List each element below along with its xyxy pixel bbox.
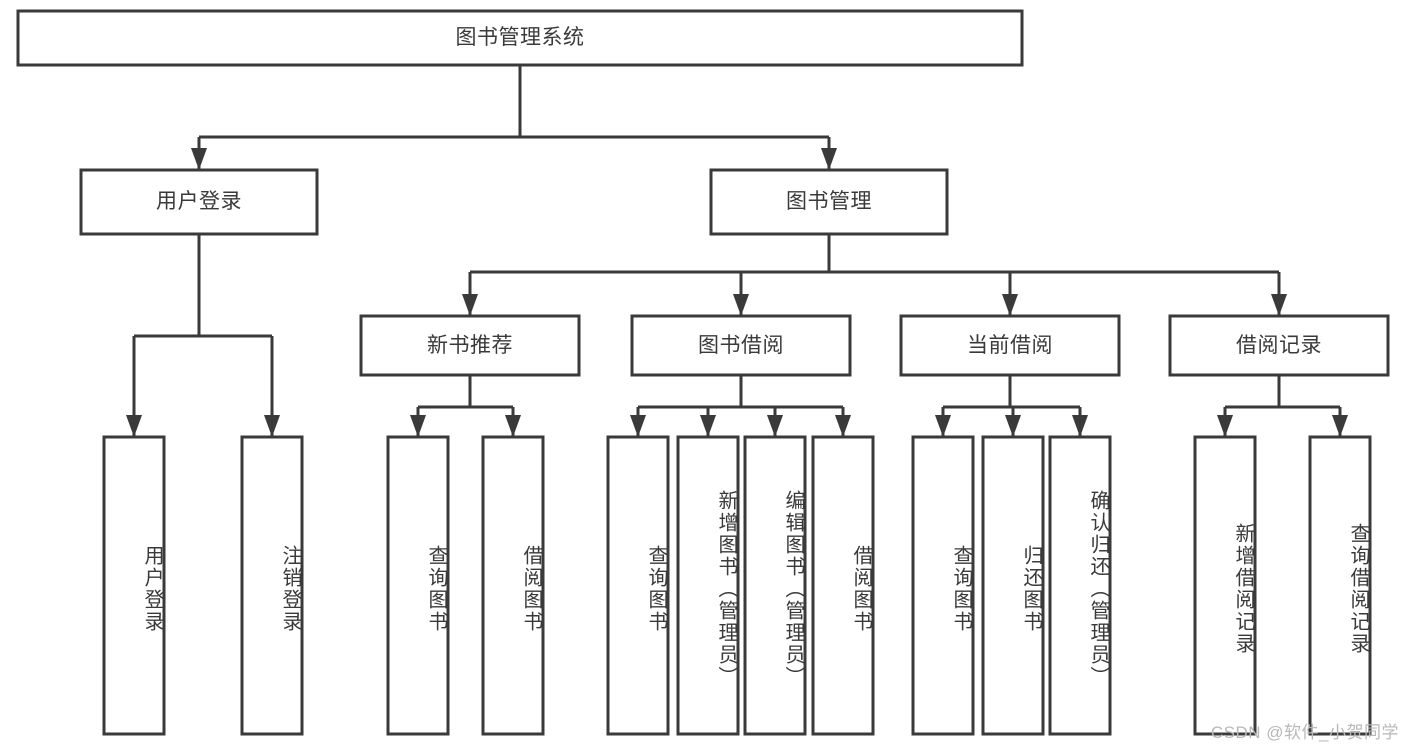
node-l12[interactable] — [1195, 437, 1255, 734]
node-box-l12[interactable] — [1193, 435, 1257, 736]
node-box-l10[interactable] — [981, 435, 1045, 736]
node-box-l13[interactable] — [1308, 435, 1372, 736]
node-l9[interactable] — [913, 437, 973, 734]
arrow-head-icon — [821, 148, 837, 170]
node-box-newbook[interactable] — [359, 314, 581, 377]
node-l7[interactable] — [745, 437, 805, 734]
arrow-head-icon — [700, 415, 716, 437]
arrow-head-icon — [462, 294, 478, 316]
node-box-l9[interactable] — [911, 435, 975, 736]
node-l4[interactable] — [483, 437, 543, 734]
node-l11[interactable] — [1050, 437, 1110, 734]
node-newbook[interactable] — [361, 316, 579, 375]
watermark: CSDN @软件_小贺同学 — [1210, 723, 1399, 742]
arrow-head-icon — [1271, 294, 1287, 316]
arrow-head-icon — [1332, 415, 1348, 437]
node-box-root[interactable] — [16, 9, 1024, 67]
node-box-l8[interactable] — [811, 435, 875, 736]
node-box-current[interactable] — [899, 314, 1121, 377]
node-box-bookmgmt[interactable] — [709, 168, 949, 236]
node-box-l6[interactable] — [676, 435, 740, 736]
node-box-l4[interactable] — [481, 435, 545, 736]
arrow-head-icon — [767, 415, 783, 437]
node-l13[interactable] — [1310, 437, 1370, 734]
node-bookmgmt[interactable] — [711, 170, 947, 234]
arrow-head-icon — [264, 415, 280, 437]
node-box-l7[interactable] — [743, 435, 807, 736]
node-box-l2[interactable] — [240, 435, 304, 736]
node-box-record[interactable] — [1168, 314, 1390, 377]
node-l2[interactable] — [242, 437, 302, 734]
arrow-head-icon — [733, 294, 749, 316]
node-box-l5[interactable] — [606, 435, 670, 736]
arrow-head-icon — [191, 148, 207, 170]
node-record[interactable] — [1170, 316, 1388, 375]
arrow-head-icon — [1072, 415, 1088, 437]
node-l8[interactable] — [813, 437, 873, 734]
arrow-head-icon — [630, 415, 646, 437]
node-box-l11[interactable] — [1048, 435, 1112, 736]
node-box-borrow[interactable] — [630, 314, 852, 377]
node-box-l3[interactable] — [386, 435, 450, 736]
arrow-head-icon — [835, 415, 851, 437]
arrow-head-icon — [1002, 294, 1018, 316]
arrow-head-icon — [410, 415, 426, 437]
node-current[interactable] — [901, 316, 1119, 375]
arrow-head-icon — [1005, 415, 1021, 437]
node-l10[interactable] — [983, 437, 1043, 734]
node-login[interactable] — [81, 170, 317, 234]
node-box-l1[interactable] — [102, 435, 166, 736]
node-borrow[interactable] — [632, 316, 850, 375]
arrow-head-icon — [935, 415, 951, 437]
node-box-login[interactable] — [79, 168, 319, 236]
arrow-head-icon — [505, 415, 521, 437]
node-l6[interactable] — [678, 437, 738, 734]
node-root[interactable] — [18, 11, 1022, 65]
node-l3[interactable] — [388, 437, 448, 734]
arrow-head-icon — [126, 415, 142, 437]
node-l1[interactable] — [104, 437, 164, 734]
arrow-head-icon — [1217, 415, 1233, 437]
node-l5[interactable] — [608, 437, 668, 734]
